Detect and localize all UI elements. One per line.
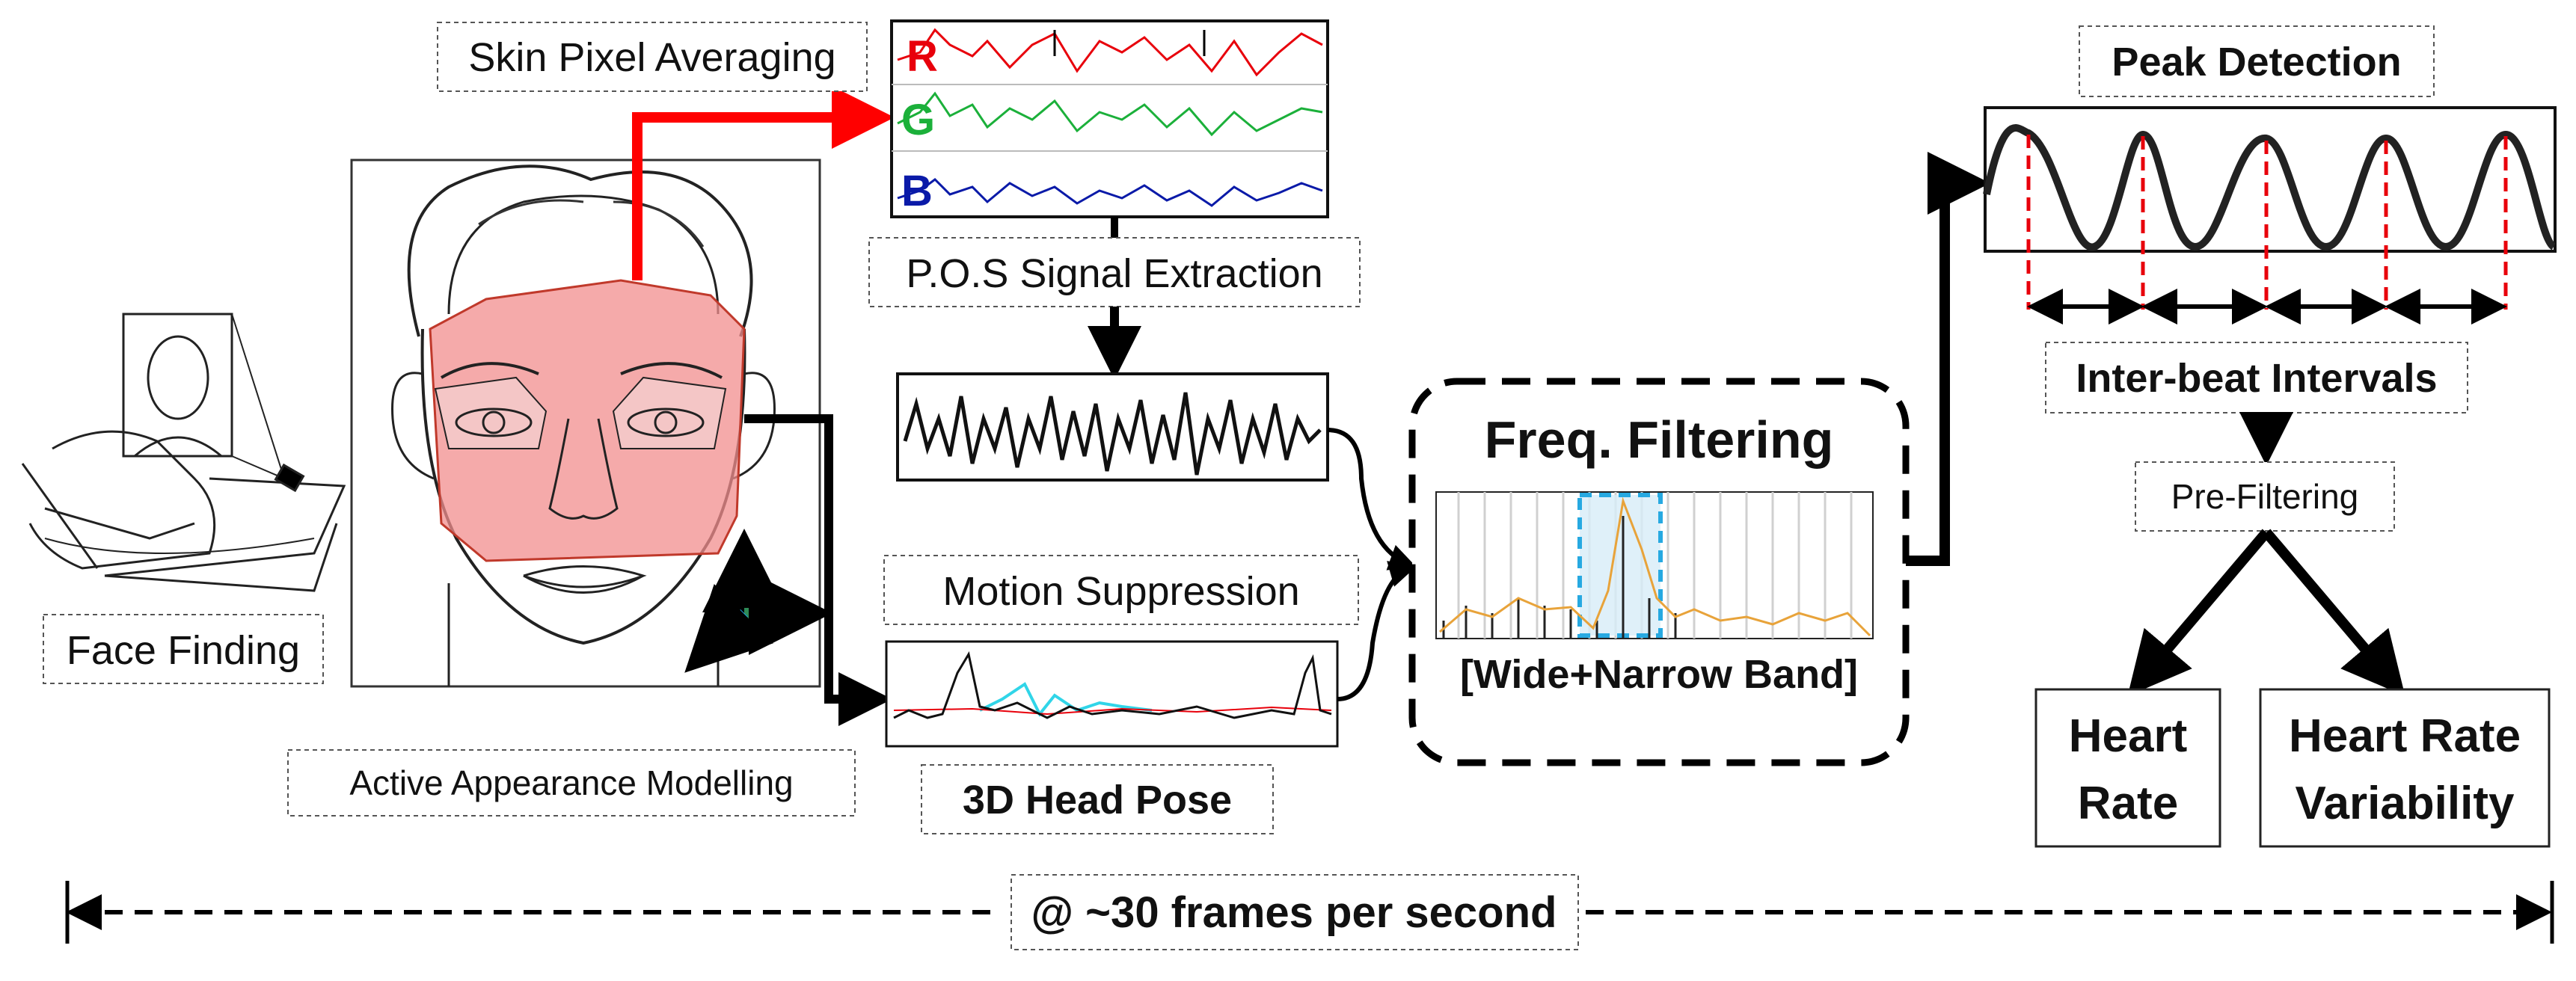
channel-b-label: B	[901, 167, 933, 215]
motion-trace-black	[893, 651, 1332, 719]
person-at-laptop-illustration	[21, 313, 346, 592]
heart-rate-label-line2: Rate	[2078, 778, 2178, 829]
motion-suppression-label: Motion Suppression	[942, 569, 1299, 614]
skin-to-rgb-arrow	[632, 86, 895, 280]
frame-rate-label: @ ~30 frames per second	[1031, 888, 1557, 937]
pos-to-filter-arrow	[1327, 428, 1417, 571]
face-panel	[350, 159, 832, 688]
pre-filtering-label: Pre-Filtering	[2171, 477, 2359, 516]
channel-g-label: G	[901, 96, 935, 144]
frame-rate-timeline: @ ~30 frames per second	[65, 874, 2554, 950]
skin-pixel-averaging-label-box: Skin Pixel Averaging	[437, 22, 868, 92]
motion-suppression-label-box: Motion Suppression	[883, 555, 1359, 625]
hrv-output-box: Heart Rate Variability	[2259, 688, 2551, 848]
wide-narrow-band-label: [Wide+Narrow Band]	[1460, 652, 1858, 697]
peak-detection-panel	[1983, 106, 2557, 325]
pos-signal-trace	[903, 392, 1322, 476]
inter-beat-intervals-label-box: Inter-beat Intervals	[2045, 342, 2468, 413]
rgb-traces-panel: R G B	[890, 19, 1329, 218]
heart-rate-label-line1: Heart	[2069, 710, 2188, 762]
peak-detection-label-box: Peak Detection	[2079, 25, 2435, 97]
pose-axis-depth	[684, 584, 773, 673]
pre-filtering-label-box: Pre-Filtering	[2135, 461, 2395, 532]
green-channel-trace	[897, 91, 1323, 137]
heart-rate-output-box: Heart Rate	[2034, 688, 2221, 848]
freq-filtering-title: Freq. Filtering	[1485, 410, 1834, 469]
pulse-wave-trace	[1983, 124, 2557, 251]
pos-signal-panel	[896, 372, 1329, 482]
pos-label-box: P.O.S Signal Extraction	[868, 237, 1361, 307]
prefilter-to-hr-arrow	[2127, 529, 2271, 697]
hrv-label-line2: Variability	[2296, 778, 2515, 829]
spectrum-trace	[1439, 496, 1871, 637]
motion-to-filter-arrow	[1337, 561, 1417, 701]
filter-to-peak-arrow	[1906, 152, 1990, 566]
face-to-motion-arrow	[744, 414, 892, 726]
channel-r-label: R	[907, 32, 938, 81]
head-pose-label: 3D Head Pose	[963, 778, 1232, 822]
prefilter-to-hrv-arrow	[2262, 529, 2405, 697]
freq-filtering-panel: Freq. Filtering [Wid	[1408, 378, 1910, 766]
peak-detection-label: Peak Detection	[2112, 40, 2401, 84]
skin-region-overlay	[429, 279, 746, 562]
aam-label: Active Appearance Modelling	[349, 763, 793, 802]
face-finding-label: Face Finding	[67, 628, 300, 673]
motion-trace-red	[893, 706, 1332, 716]
skin-pixel-averaging-label: Skin Pixel Averaging	[468, 35, 835, 80]
pos-label: P.O.S Signal Extraction	[906, 251, 1322, 296]
blue-channel-trace	[897, 178, 1323, 207]
motion-trace-cyan	[979, 682, 1153, 717]
inter-beat-intervals-label: Inter-beat Intervals	[2076, 356, 2437, 401]
motion-signal-panel	[885, 640, 1339, 748]
red-channel-trace	[897, 28, 1323, 77]
face-finding-label-box: Face Finding	[43, 614, 324, 684]
aam-label-box: Active Appearance Modelling	[287, 749, 856, 817]
spectrum-plot	[1435, 491, 1874, 639]
head-pose-label-box: 3D Head Pose	[921, 764, 1274, 834]
hrv-label-line1: Heart Rate	[2289, 710, 2521, 762]
